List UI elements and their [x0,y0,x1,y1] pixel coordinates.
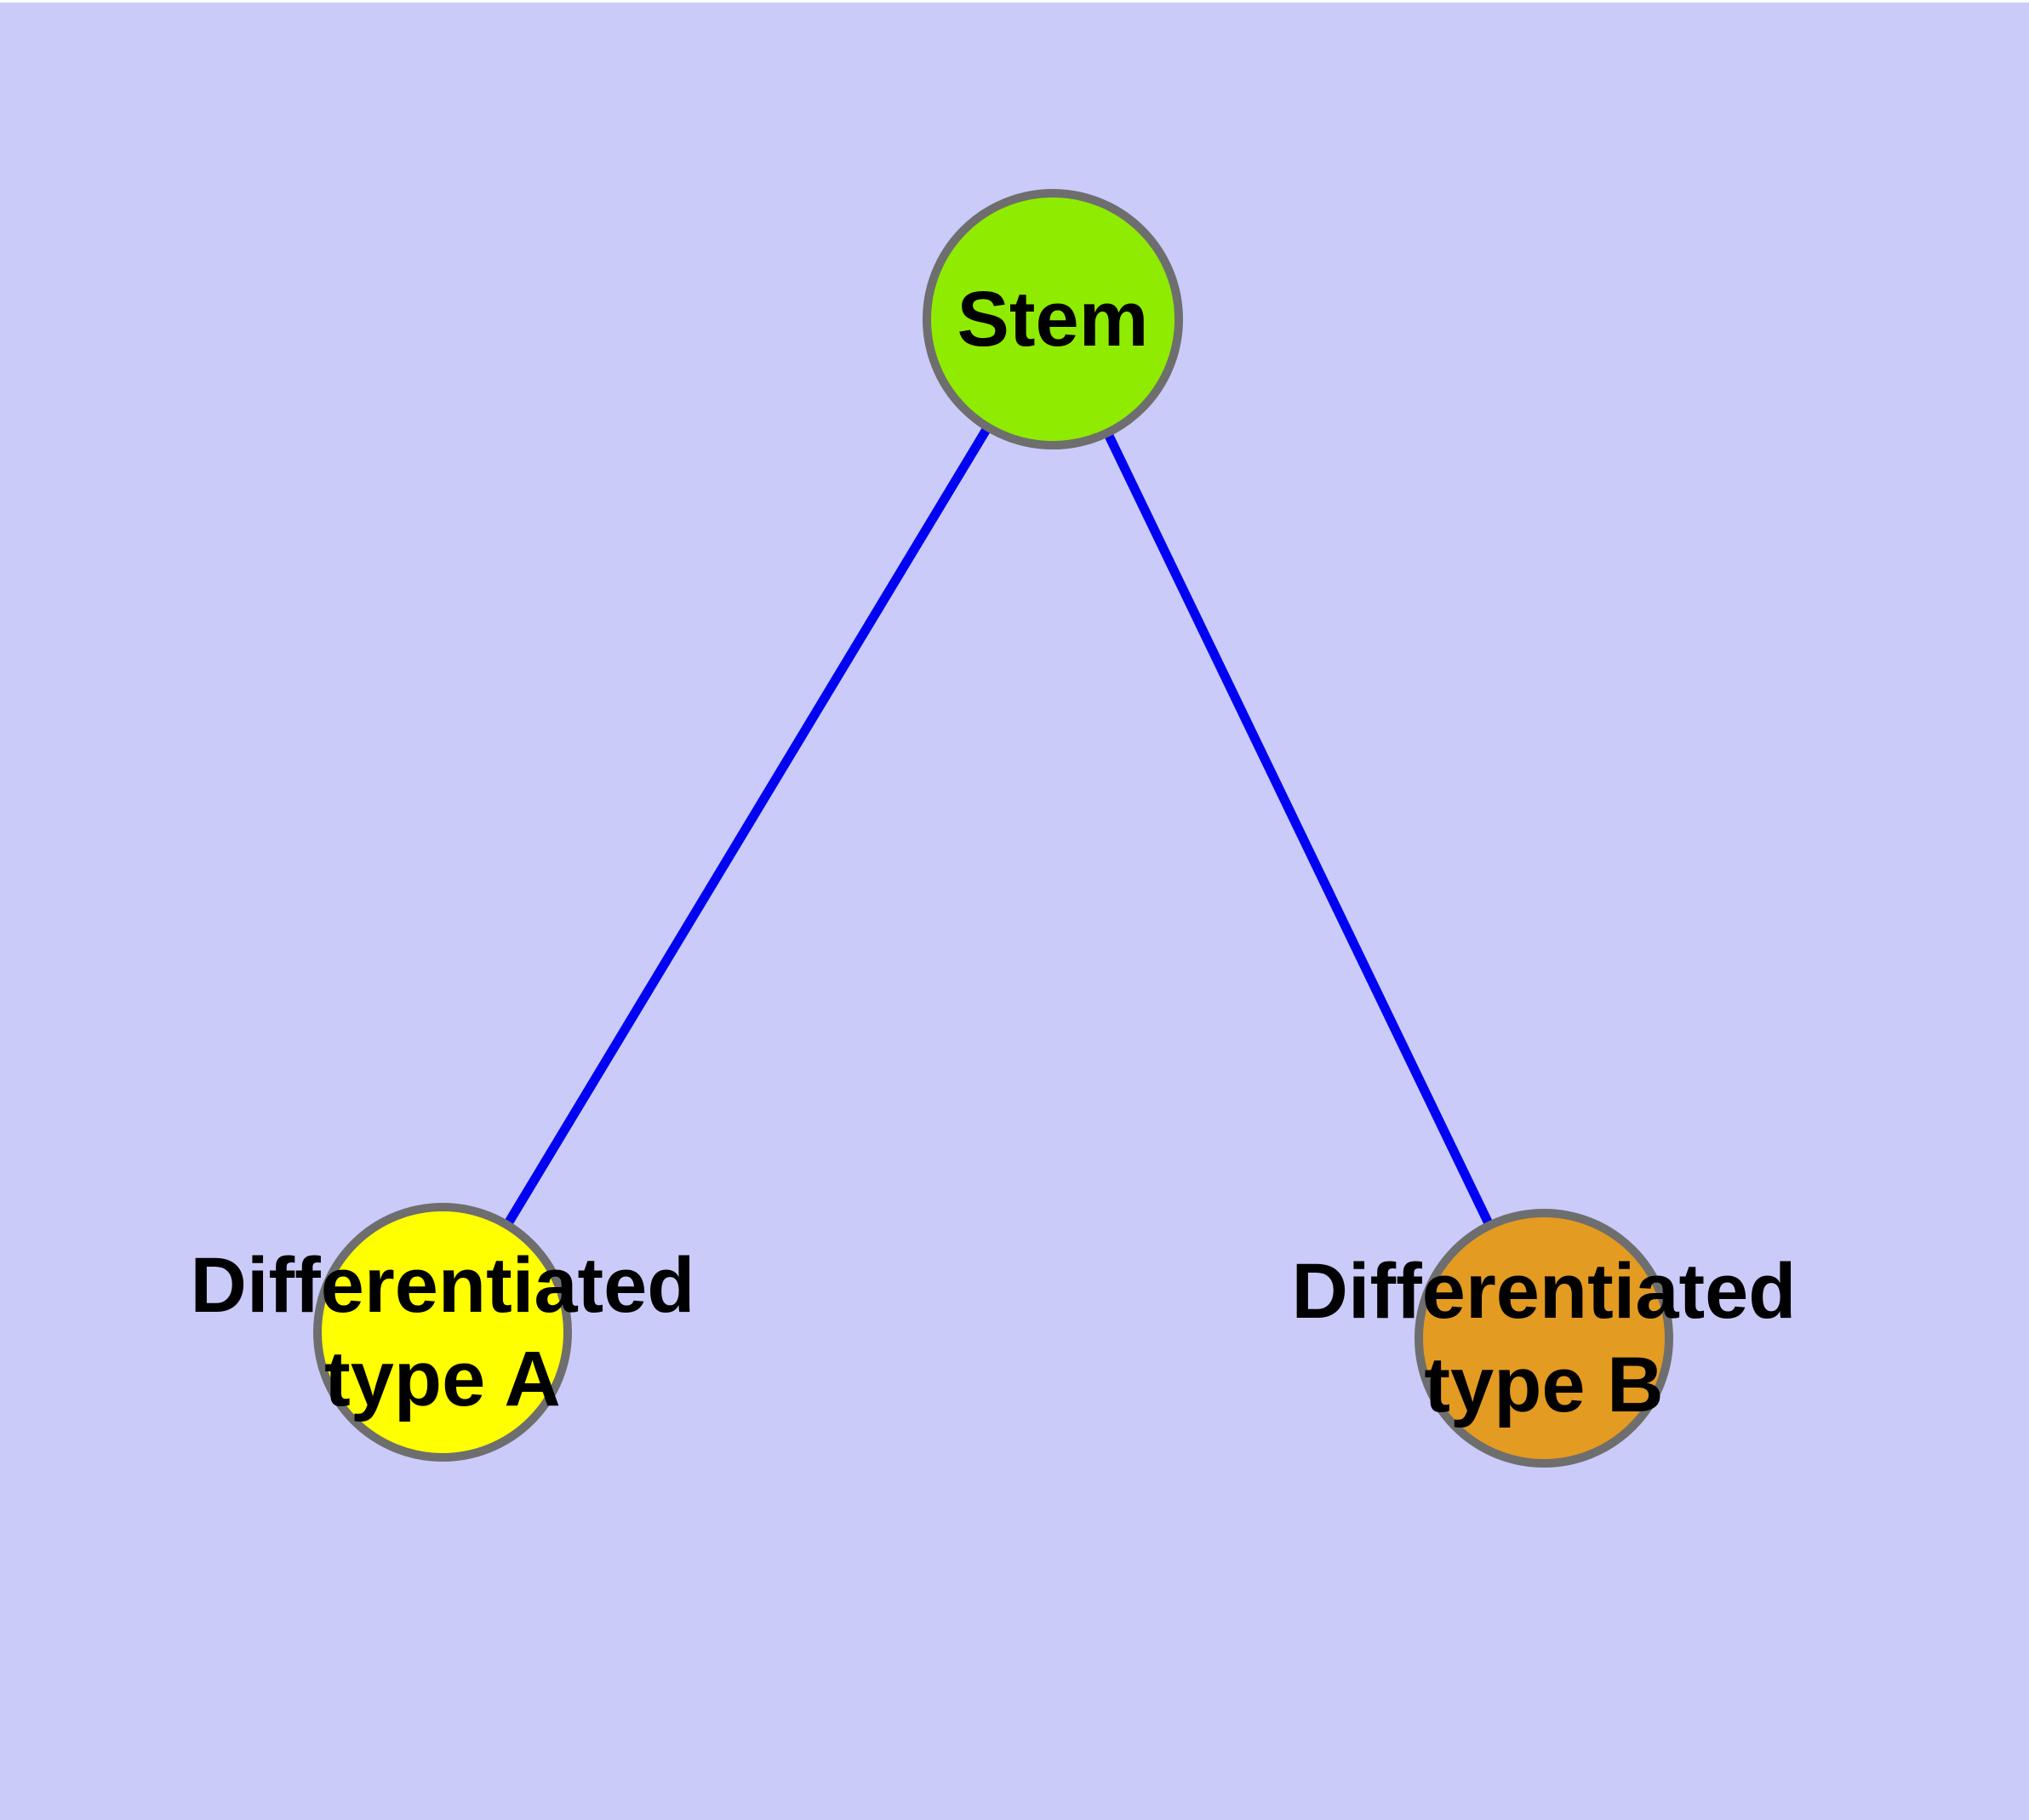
node-label-stem: Stem [957,272,1149,366]
node-label-line: type B [1424,1342,1664,1428]
top-edge-strip [0,0,2029,3]
node-label-differentiated-type-a: Differentiated type A [191,1239,695,1426]
node-label-line: Differentiated [190,1242,695,1329]
node-differentiated-type-b [1415,1209,1673,1468]
edge-stem-to-differentiated-type-a [438,317,1057,1335]
node-label-differentiated-type-b: Differentiated type B [1292,1245,1797,1432]
node-stem [923,189,1183,449]
node-label-line: Stem [957,276,1149,363]
node-label-line: type A [324,1336,561,1422]
node-differentiated-type-a [313,1203,572,1462]
edge-stem-to-differentiated-type-b [1049,317,1548,1341]
node-label-line: Differentiated [1291,1248,1797,1335]
